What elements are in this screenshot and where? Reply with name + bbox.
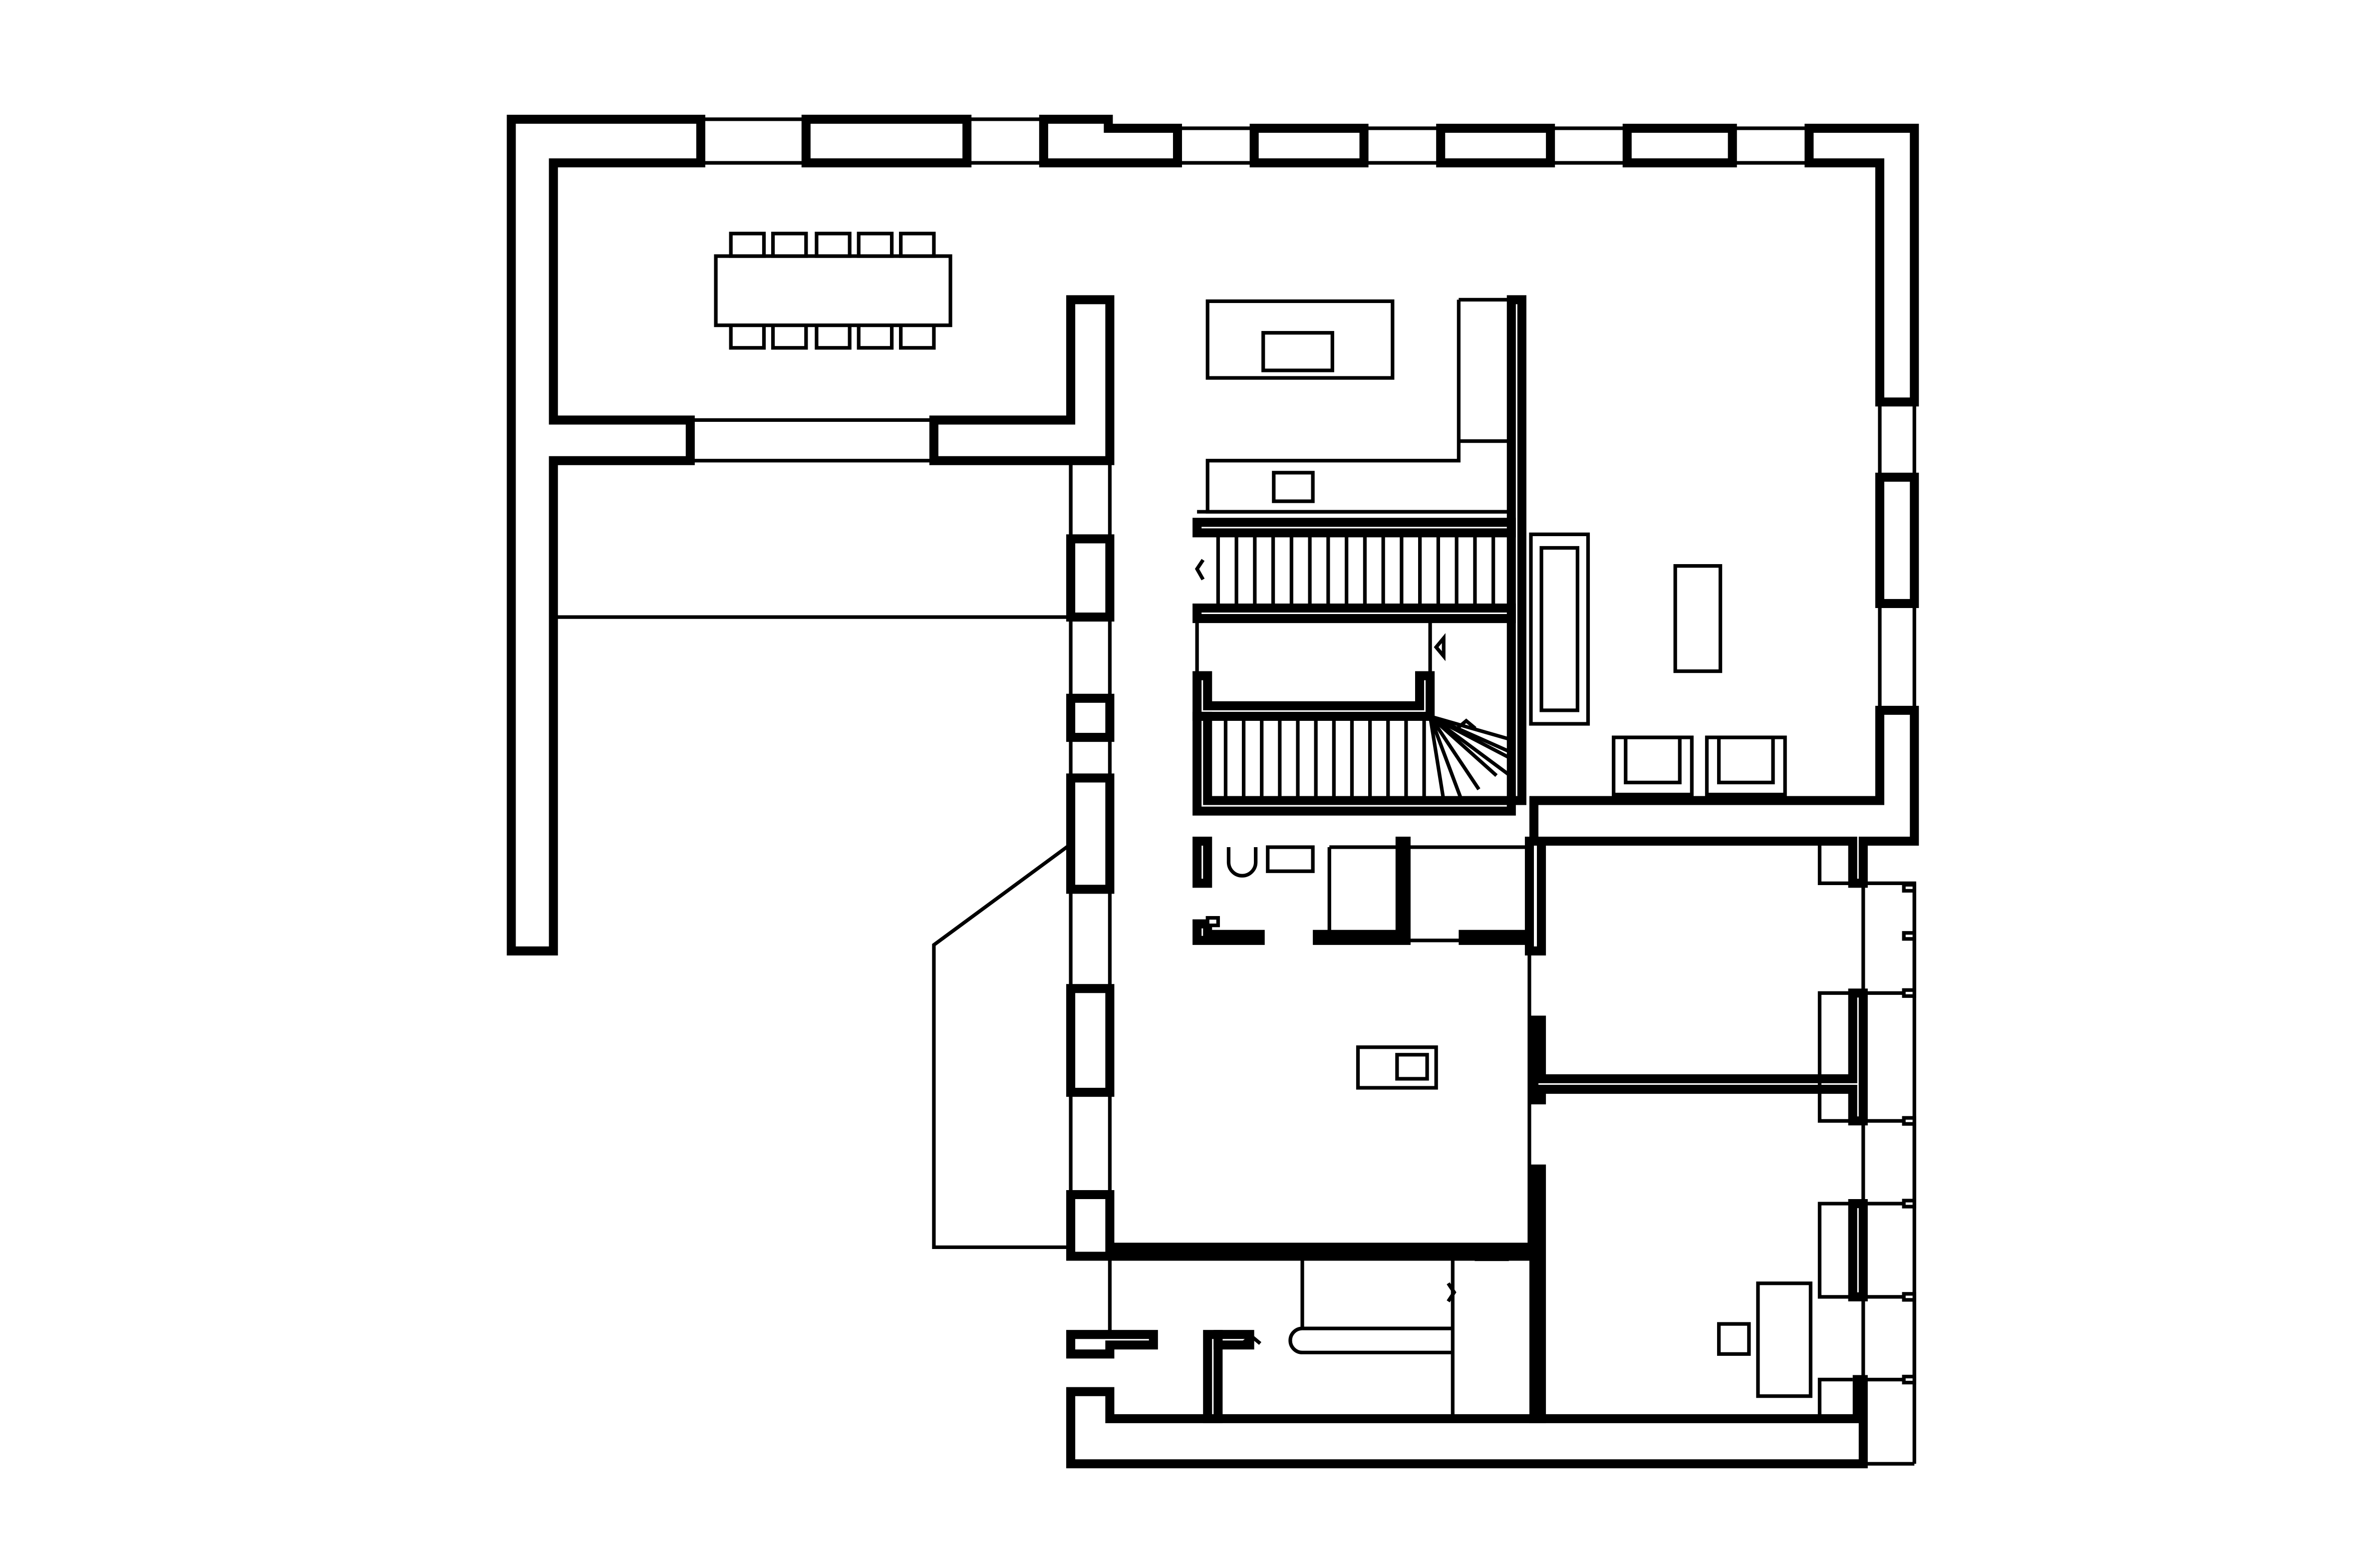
wall-corridor-south: [1066, 1190, 1534, 1261]
bathroom: [1205, 845, 1315, 928]
wall-dining-east: [929, 295, 1115, 465]
wall-stair-bottom: [1192, 711, 1516, 816]
window-west-3: [1069, 735, 1112, 780]
kitchen-sink: [1272, 471, 1315, 503]
hall-furniture: [1356, 1045, 1438, 1090]
arrow-up-icon: [1474, 1251, 1509, 1261]
dining-opening: [688, 418, 936, 463]
dining-set: [714, 232, 952, 350]
dining-chair: [815, 323, 852, 350]
wall-living-west: [1506, 295, 1526, 805]
kitchen-island-sink: [1261, 331, 1334, 372]
window-top-3: [1176, 126, 1256, 165]
stair-winder-tread: [1429, 715, 1512, 778]
stair-arrows: [1194, 559, 1476, 730]
walls: [507, 114, 1919, 1469]
arrow-left-icon: [1434, 633, 1446, 661]
stair-flight-1: [1216, 533, 1495, 609]
living-room: [1529, 532, 1787, 797]
wall-top-4: [1249, 123, 1369, 168]
arrow-up-icon: [1241, 1333, 1262, 1345]
dining-chair: [729, 232, 766, 258]
wall-bath-west: [1192, 836, 1212, 888]
window-west-4: [1069, 887, 1112, 990]
wall-bedroom-2-east: [1848, 1199, 1868, 1301]
window-right-1: [1878, 400, 1916, 479]
wall-top-2: [801, 114, 972, 168]
wall-top-5: [1436, 123, 1555, 168]
window-right-2: [1878, 602, 1916, 712]
dining-chair: [857, 232, 894, 258]
kitchen: [1205, 299, 1395, 503]
dining-chair: [815, 232, 852, 258]
washbasin: [1266, 845, 1315, 873]
terrace-lines: [553, 615, 1072, 1250]
toilet: [1205, 916, 1220, 928]
arrow-up-icon: [1456, 718, 1476, 730]
bathtub: [1226, 847, 1258, 878]
hall-table-inset: [1395, 1053, 1429, 1081]
dining-chair: [771, 323, 808, 350]
coffee-table: [1673, 564, 1723, 673]
window-top-2: [965, 117, 1046, 165]
window-west-1: [1069, 459, 1112, 541]
window-mullion: [1902, 988, 1916, 998]
window-top-1: [699, 117, 808, 165]
wall-stair-top: [1192, 518, 1516, 538]
window-top-6: [1731, 126, 1811, 165]
dining-chair: [857, 323, 894, 350]
wall-top-6: [1622, 123, 1737, 168]
facade-ticks: [1902, 883, 1916, 1385]
wall-bedroom-2-west: [1529, 1164, 1546, 1423]
wall-west-pier-1: [1066, 534, 1115, 622]
wall-stair-mid: [1192, 603, 1516, 624]
wall-south: [1066, 1375, 1868, 1469]
wall-west-pier-4: [1066, 984, 1115, 1097]
window-east-2: [1861, 1119, 1916, 1206]
desk-chair: [1717, 1322, 1751, 1356]
arrow-right-icon: [1447, 1282, 1457, 1302]
stair-flight-2: [1223, 714, 1512, 801]
wall-closet: [1459, 836, 1546, 955]
wall-northeast-corner: [1804, 123, 1919, 407]
wall-east-mid: [1875, 472, 1919, 609]
sofa: [1529, 532, 1590, 726]
wall-wc-north: [1066, 1330, 1158, 1359]
window-mullion: [1902, 931, 1916, 941]
interior-lines: [1069, 298, 1916, 1419]
wall-stair-landing: [1192, 671, 1435, 721]
window-top-5: [1548, 126, 1629, 165]
wall-west-pier-3: [1066, 773, 1115, 894]
stair-winder-tread: [1429, 714, 1512, 754]
stair-winder-tread: [1430, 714, 1512, 742]
desk: [1756, 1281, 1812, 1398]
wall-bedroom-divider: [1529, 988, 1868, 1126]
dining-chair: [899, 323, 936, 350]
window-top-4: [1362, 126, 1443, 165]
small-arrows: [1241, 1251, 1509, 1345]
window-east-3: [1861, 1295, 1916, 1382]
dining-chair: [729, 323, 766, 350]
window-west-5: [1069, 1090, 1112, 1197]
wall-west-wing: [507, 114, 705, 955]
window-mullion: [1902, 1116, 1916, 1126]
window-mullion: [1902, 1292, 1916, 1302]
window-mullion: [1902, 883, 1916, 893]
stair-winder-tread: [1428, 715, 1463, 800]
wall-top-3: [1039, 114, 1182, 168]
dining-chair: [771, 232, 808, 258]
window-mullion: [1902, 1199, 1916, 1209]
window-mullion: [1902, 1374, 1916, 1385]
bedroom-furniture: [1717, 1281, 1812, 1398]
dining-table: [714, 254, 952, 327]
wall-bath-divider: [1313, 836, 1411, 945]
wall-west-pier-2: [1066, 693, 1115, 742]
arrow-left-icon: [1194, 559, 1205, 581]
stair-winder-tread: [1428, 716, 1446, 801]
dining-chair: [899, 232, 936, 258]
stair-winder-tread: [1429, 715, 1480, 791]
window-west-2: [1069, 615, 1112, 700]
